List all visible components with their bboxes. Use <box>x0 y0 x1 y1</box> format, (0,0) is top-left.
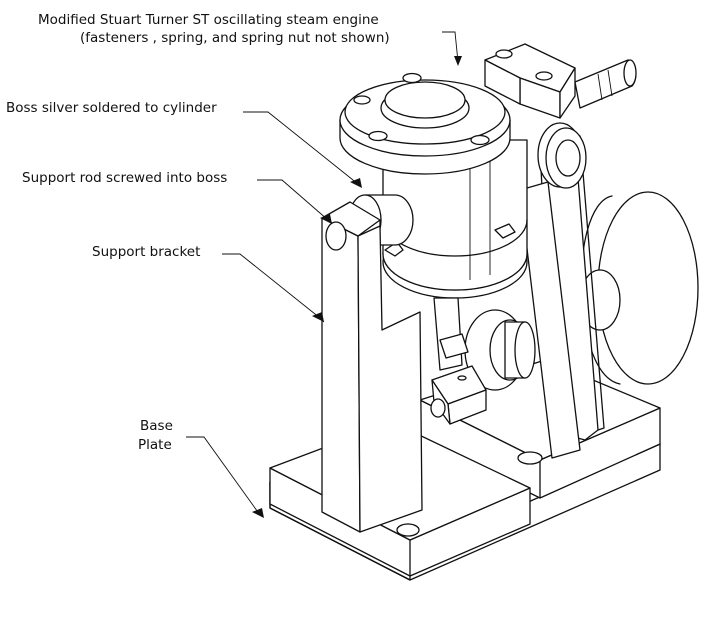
cylinder <box>339 72 528 299</box>
boss-label: Boss silver soldered to cylinder <box>6 100 217 116</box>
flywheel <box>579 191 699 385</box>
engine-note-label: (fasteners , spring, and spring nut not … <box>80 30 390 46</box>
support-bracket-label: Support bracket <box>92 244 201 260</box>
support-rod-label: Support rod screwed into boss <box>22 170 228 186</box>
engine-title-label: Modified Stuart Turner ST oscillating st… <box>38 12 379 28</box>
port-boss <box>537 122 587 189</box>
base-hole-right <box>517 451 543 465</box>
base-hole-left <box>396 523 420 537</box>
base-label-line1: Base <box>140 418 173 434</box>
leader-lines <box>186 31 462 518</box>
bearing-block <box>484 43 637 119</box>
crank-assembly <box>430 297 536 425</box>
base-label-line2: Plate <box>138 437 172 453</box>
support-bracket <box>319 201 423 533</box>
